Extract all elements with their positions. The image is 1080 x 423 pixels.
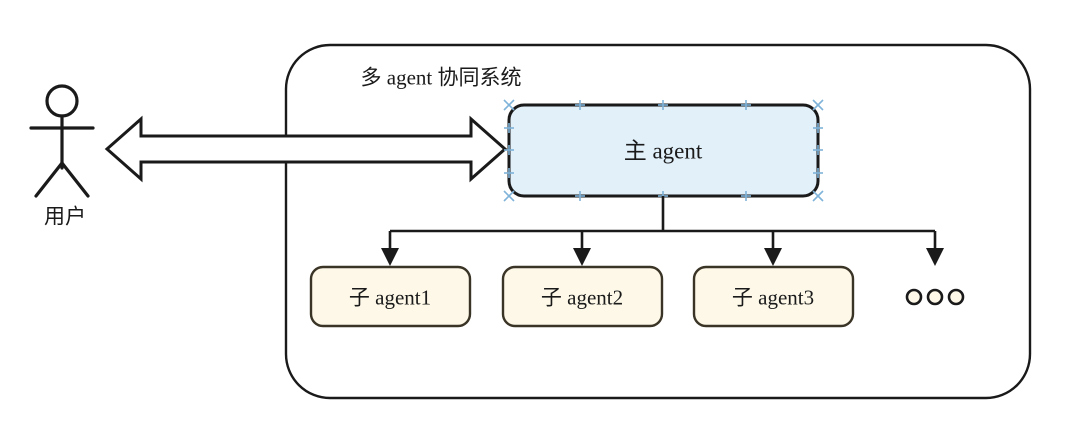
three-circles-ellipsis-icon — [905, 288, 965, 306]
selection-handle-edge-left[interactable] — [504, 123, 514, 178]
main-agent-label: 主 agent — [623, 138, 703, 164]
selection-handle-edge-right[interactable] — [813, 123, 823, 178]
child-agent-label-1: 子 agent1 — [348, 285, 432, 310]
tree-connector — [388, 196, 937, 250]
ellipsis-circle-2 — [926, 288, 944, 306]
selection-handle-corner-bl[interactable] — [503, 190, 515, 202]
selection-handle-corner-tl[interactable] — [503, 99, 515, 111]
actor-left-leg-line — [34, 161, 64, 198]
arrowhead-child-2 — [573, 248, 591, 266]
container-title: 多 agent 协同系统 — [360, 65, 522, 90]
child-agent-box-2[interactable] — [501, 265, 664, 328]
arrowhead-child-1 — [381, 248, 399, 266]
actor-right-leg-line — [60, 161, 90, 198]
ellipsis-circle-3 — [947, 288, 965, 306]
actor-head-icon — [45, 84, 79, 118]
connector-arrowheads — [381, 248, 944, 266]
child-agent-label-2: 子 agent2 — [540, 285, 624, 310]
multi-agent-system-container — [284, 43, 1032, 400]
arrowhead-ellipsis — [926, 248, 944, 266]
actor-label: 用户 — [44, 204, 86, 229]
child-agent-box-1[interactable] — [309, 265, 472, 328]
selection-handle-edge-top[interactable] — [575, 100, 751, 110]
selection-handle-corner-br[interactable] — [812, 190, 824, 202]
ellipsis-circle-1 — [905, 288, 923, 306]
selection-handle-corner-tr[interactable] — [812, 99, 824, 111]
child-agent-box-3[interactable] — [692, 265, 855, 328]
bidirectional-block-arrow-icon — [104, 115, 508, 183]
child-agent-label-3: 子 agent3 — [731, 285, 815, 310]
stick-figure-actor-icon — [29, 84, 95, 198]
arrowhead-child-3 — [764, 248, 782, 266]
